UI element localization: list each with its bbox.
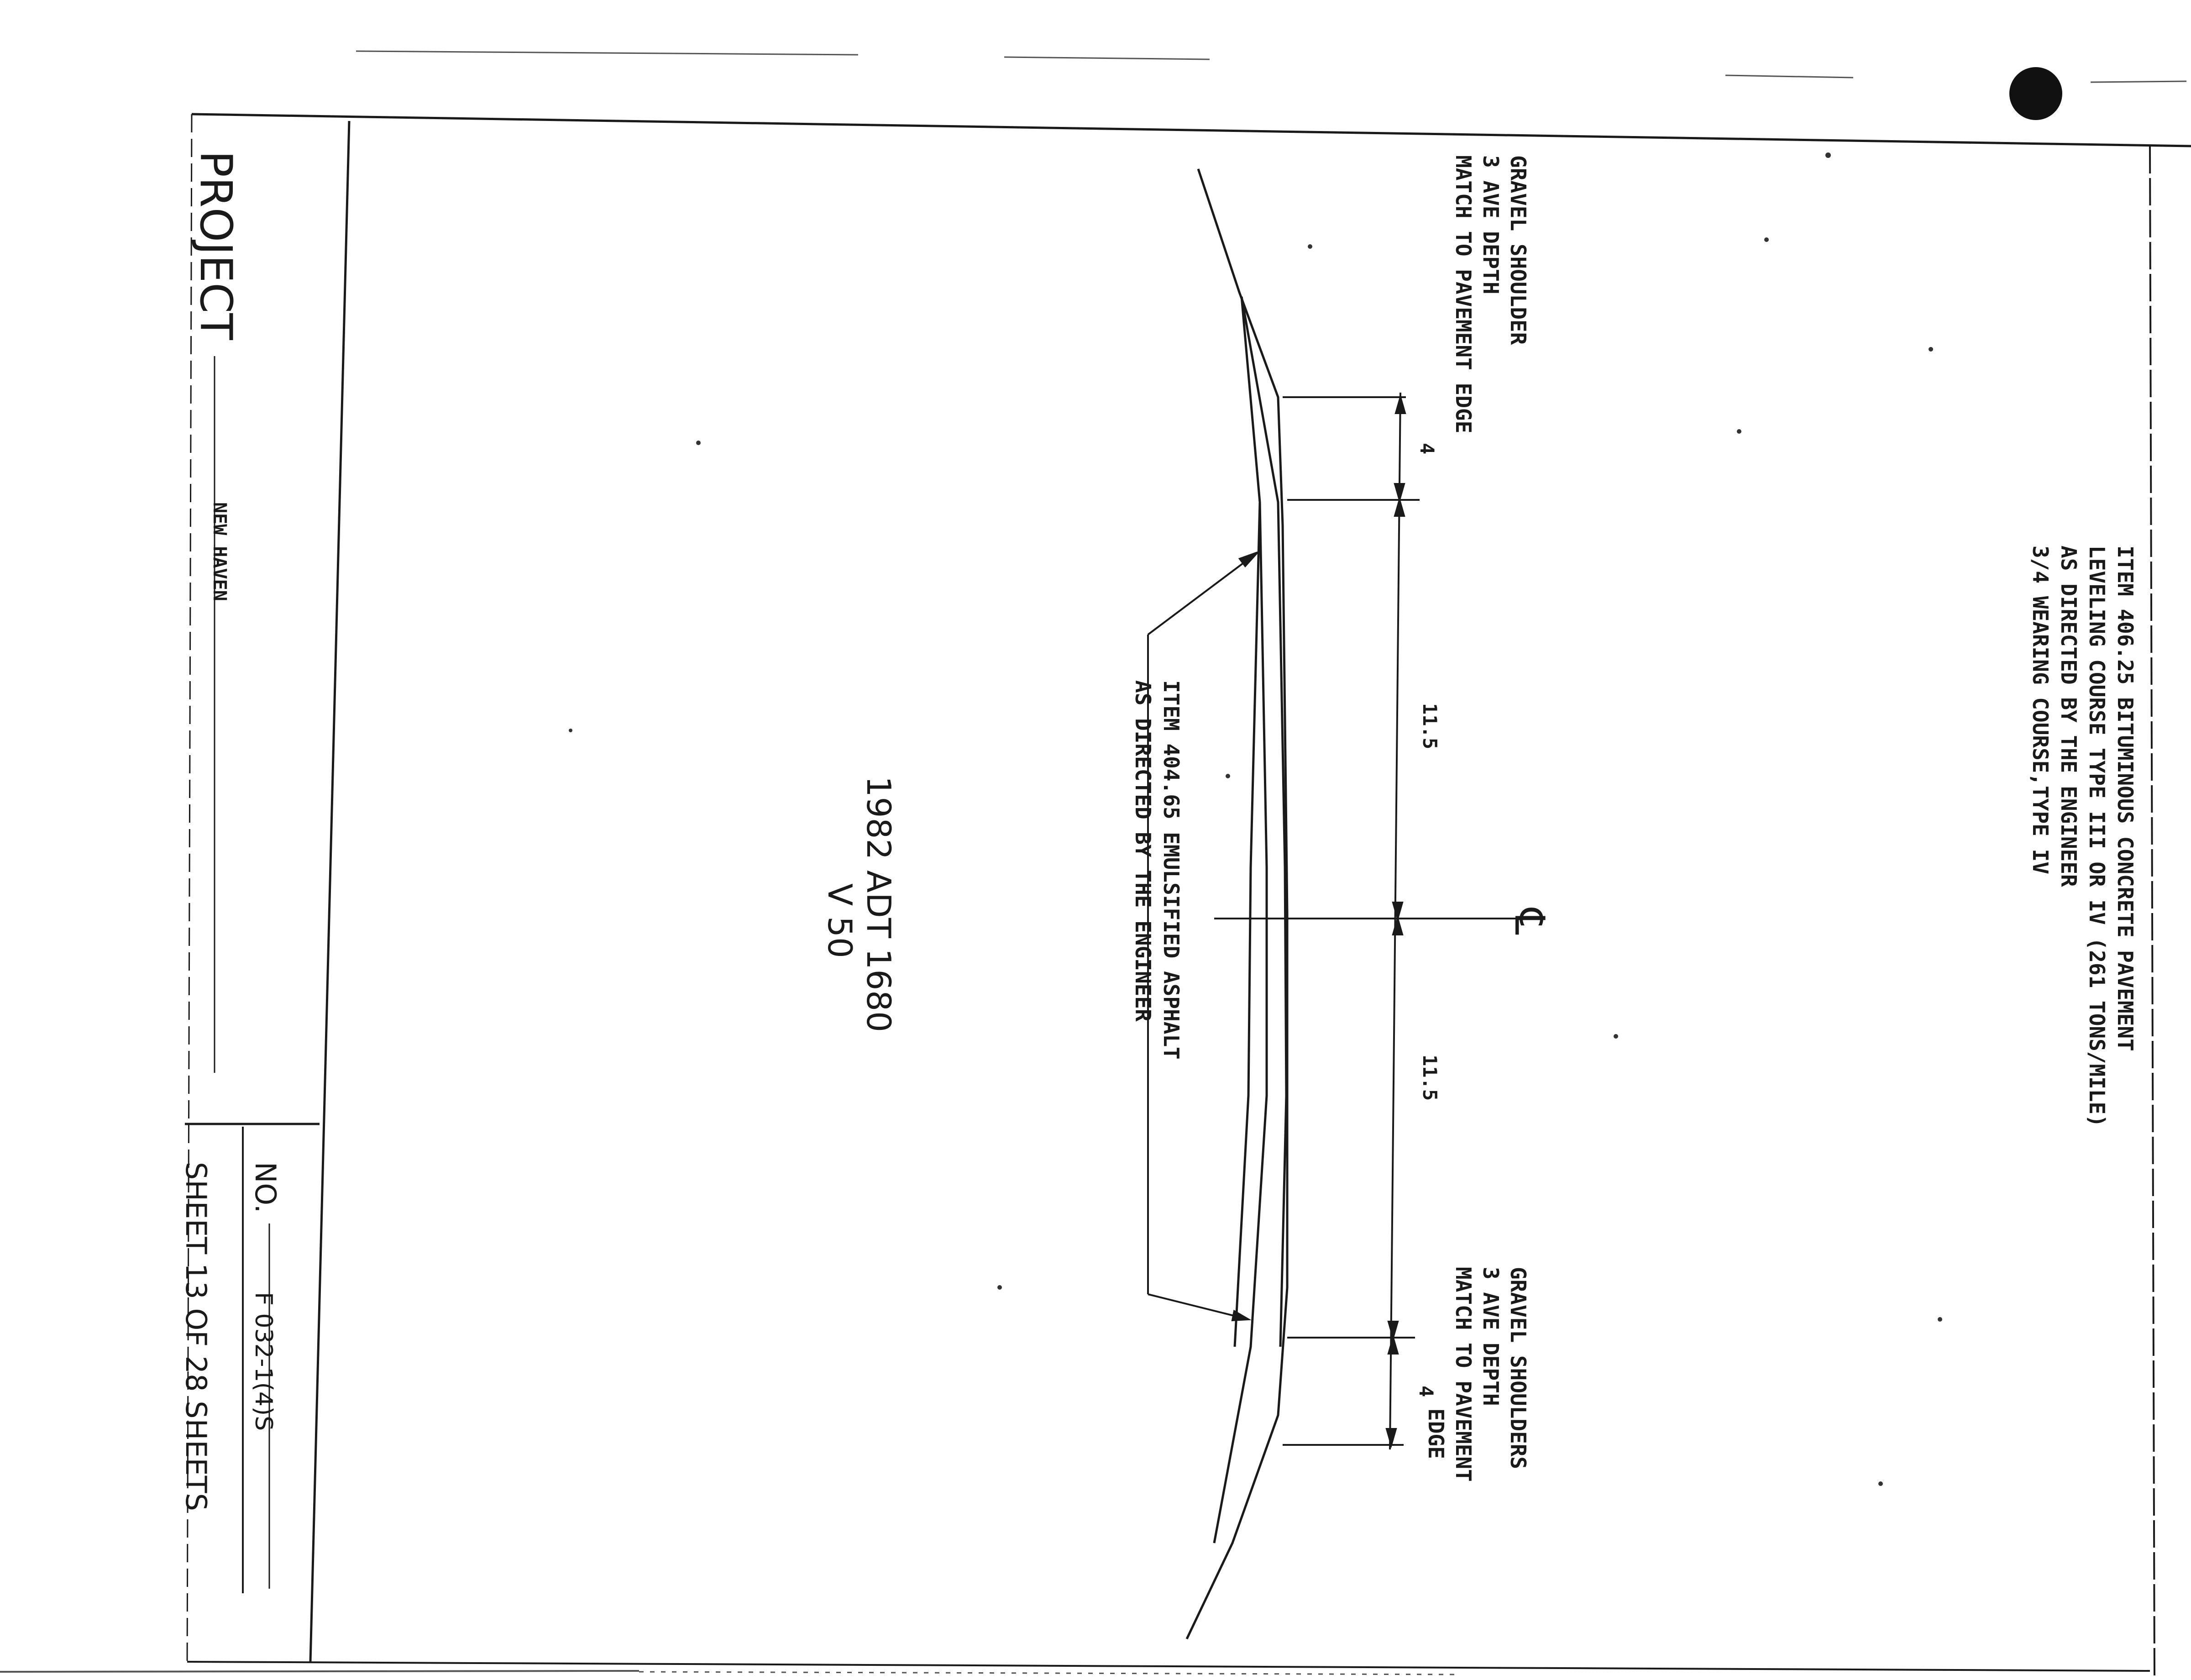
left-shoulder-line-2: 3 AVE DEPTH [1478,155,1503,294]
title-block: PROJECT NEW HAVEN NO. F 032-1(4)S SHEET … [179,151,282,1589]
dimension-lines [1214,392,1525,1450]
right-shoulder-line-3: MATCH TO PAVEMENT [1451,1267,1476,1482]
top-note-line-3: AS DIRECTED BY THE ENGINEER [2056,546,2081,887]
pavement-base [1233,502,1261,1347]
dim-right-shoulder: 4 [1415,1386,1437,1397]
traffic-note: 1982 ADT 1680 V 50 [821,776,898,1032]
sheet-number: SHEET 13 OF 28 SHEETS [179,1162,213,1511]
dim-right-lane: 11.5 [1419,1055,1441,1101]
centerline-symbol: ℄ [1505,908,1553,935]
traffic-adt: 1982 ADT 1680 [860,776,898,1032]
pavement-section [1185,168,1289,1640]
emulsion-note: ITEM 404.65 EMULSIFIED ASPHALT AS DIRECT… [1131,680,1184,1060]
top-note-line-4: 3/4 WEARING COURSE,TYPE IV [2028,546,2053,874]
right-shoulder-line-2: 3 AVE DEPTH [1478,1267,1503,1406]
left-shoulder-note: GRAVEL SHOULDER 3 AVE DEPTH MATCH TO PAV… [1451,155,1531,433]
project-number: F 032-1(4)S [250,1292,277,1431]
top-note: ITEM 406.25 BITUMINOUS CONCRETE PAVEMENT… [2028,546,2138,1127]
pavement-leveling-course [1213,296,1268,1544]
project-name: NEW HAVEN [209,502,230,601]
pavement-top-course [1240,296,1288,1347]
punch-hole [2009,67,2062,120]
left-shoulder-line-3: MATCH TO PAVEMENT EDGE [1451,155,1476,433]
right-shoulder-line-1: GRAVEL SHOULDERS [1506,1267,1531,1469]
scan-specks [569,152,1942,1486]
right-shoulder-line-4: EDGE [1424,1408,1448,1459]
project-label: PROJECT [190,151,241,340]
scan-artifacts [0,50,2187,1675]
right-shoulder-note: GRAVEL SHOULDERS 3 AVE DEPTH MATCH TO PA… [1424,1267,1531,1482]
top-note-line-2: LEVELING COURSE TYPE III OR IV (261 TONS… [2085,546,2109,1127]
traffic-speed: V 50 [821,883,859,958]
dim-left-lane: 11.5 [1419,703,1441,749]
dimension-labels: 4 11.5 11.5 4 [1415,443,1441,1397]
emulsion-line-1: ITEM 404.65 EMULSIFIED ASPHALT [1159,680,1184,1060]
left-shoulder-line-1: GRAVEL SHOULDER [1506,155,1531,345]
emulsion-leaders [1147,551,1258,1322]
sheet-border [185,113,2191,1678]
dim-left-shoulder: 4 [1416,443,1438,454]
emulsion-line-2: AS DIRECTED BY THE ENGINEER [1131,680,1155,1022]
number-label: NO. [249,1162,282,1213]
top-note-line-1: ITEM 406.25 BITUMINOUS CONCRETE PAVEMENT [2113,546,2138,1051]
slope-line [1185,168,1289,1640]
